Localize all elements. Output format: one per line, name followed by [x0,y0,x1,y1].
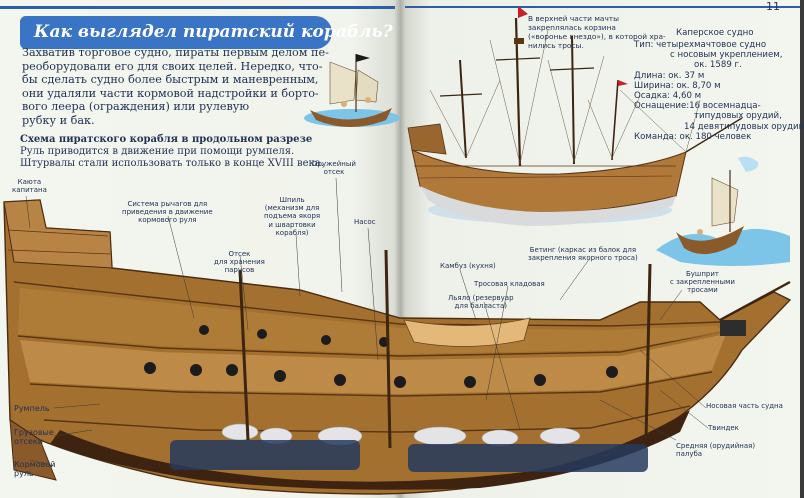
label-line: Грузовые [14,428,54,437]
spec-title: Каперское судно [676,28,754,38]
mast-note-line: В верхней части мачты [528,14,619,23]
spec-line: Тип: четырехмачтовое судно [634,40,767,50]
label-line: Румпель [14,404,50,413]
label-line: Средняя (орудийная) [676,442,756,450]
intro-line: они удаляли части кормовой надстройки и … [22,86,319,100]
page-number: 11 [766,0,780,13]
cross-section-hull-illustration [3,177,792,495]
label-line: и швартовки [268,220,316,229]
mast-note-line: нились тросы. [528,41,584,50]
small-ship-waves-illustration [656,156,790,266]
label-line: Насос [354,218,376,226]
intro-line: рубку и бак. [22,113,95,127]
label-line: Отсек [228,250,251,258]
spec-line: Длина: ок. 37 м [634,70,705,81]
intro-line: Захватив торговое судно, пираты первым д… [22,46,329,59]
label-line: Твиндек [708,424,739,432]
label-line: (механизм для [264,204,320,213]
spec-line: типудовых орудий, [694,111,782,122]
page-title: Как выглядел пиратский корабль? [34,22,393,42]
schema-heading: Схема пиратского корабля в продольном ра… [20,134,313,145]
label-line: для хранения [214,258,265,267]
label-galley: Камбуз (кухня) [440,262,496,270]
label-sail-storage: Отсек для хранения парусов [214,250,265,275]
label-line: Льяло (резервуар [448,294,514,302]
label-line: с закрепленными [670,278,735,287]
spec-line: Ширина: ок. 8,70 м [634,80,721,91]
label-pump: Насос [354,218,376,226]
label-bow: Носовая часть судна [706,402,783,410]
intro-line: бы сделать судно более быстрым и маневре… [22,73,319,87]
top-rule-left [0,6,395,9]
spec-line: Команда: ок. 180 человек [634,131,752,142]
schema-caption: Руль приводится в движение при помощи ру… [20,146,324,170]
label-line: закрепления якорного троса) [528,254,638,263]
label-line: Бетинг (каркас из балок для [529,246,637,254]
spec-line: ок. 1589 г. [694,60,742,71]
label-line: Камбуз (кухня) [440,262,496,270]
label-line: парусов [224,266,255,275]
label-line: приведения в движение [122,208,213,217]
label-line: корабля) [275,228,309,237]
intro-paragraph: Захватив торговое судно, пираты первым д… [22,46,329,128]
label-line: Шпиль [279,196,305,204]
label-line: Оружейный [312,160,356,168]
spec-line: с носовым укреплением, [670,50,783,61]
label-line: подъема якоря [264,212,321,221]
label-armory: Оружейный отсек [312,160,356,176]
label-tweendeck: Твиндек [708,424,739,432]
label-line: Система рычагов для [127,200,208,208]
label-line: Каюта [17,178,42,186]
label-line: Носовая часть судна [706,402,783,410]
label-stern-rudder: Кормовой руль [14,460,55,479]
label-line: тросами [687,286,718,295]
label-capstan: Шпиль (механизм для подъема якоря и швар… [264,196,320,237]
schema-line: Руль приводится в движение при помощи ру… [20,146,295,157]
top-rule-right [405,6,800,8]
label-line: для балласта) [454,302,508,311]
small-pirate-ship-illustration [304,54,400,127]
intro-line: реоборудовали его для своих целей. Неред… [22,59,323,73]
label-line: капитана [12,186,47,195]
label-bilge: Льяло (резервуар для балласта) [448,294,514,310]
label-tiller: Румпель [14,404,50,413]
label-line: Тросовая кладовая [474,280,545,288]
label-rope-locker: Тросовая кладовая [474,280,545,288]
spec-line: 14 девятипудовых орудий [684,121,804,132]
label-line: отсеки [14,437,43,447]
mast-note: В верхней части мачты закреплялась корзи… [528,14,666,50]
schema-line: Штурвалы стали использовать только в кон… [20,158,324,169]
mast-note-line: закреплялась корзина [528,23,616,32]
label-line: Кормовой [14,460,56,469]
label-cargo-holds: Грузовые отсеки [14,428,54,447]
mast-note-line: («воронье гнездо»), в которой хра- [528,32,666,41]
spec-block: Тип: четырехмачтовое судно с носовым укр… [634,40,804,142]
label-line: палуба [676,450,703,459]
title-banner [20,16,332,49]
spec-line: Оснащение:16 восемнадца- [634,101,761,112]
label-rudder-levers: Система рычагов для приведения в движени… [122,200,213,225]
label-captain-cabin: Каюта капитана [12,178,47,194]
label-bowsprit: Бушприт с закрепленными тросами [670,270,735,295]
label-line: отсек [323,168,345,177]
galleon-exterior-illustration [407,6,743,226]
label-bitts: Бетинг (каркас из балок для закрепления … [528,246,638,262]
label-gun-deck: Средняя (орудийная) палуба [676,442,755,458]
intro-line: вого леера (ограждения) или рулевую [22,100,250,114]
label-line: руль [14,469,34,479]
spec-line: Осадка: 4,60 м [634,91,702,102]
label-line: Бушприт [685,270,719,278]
label-line: кормового руля [138,216,197,225]
